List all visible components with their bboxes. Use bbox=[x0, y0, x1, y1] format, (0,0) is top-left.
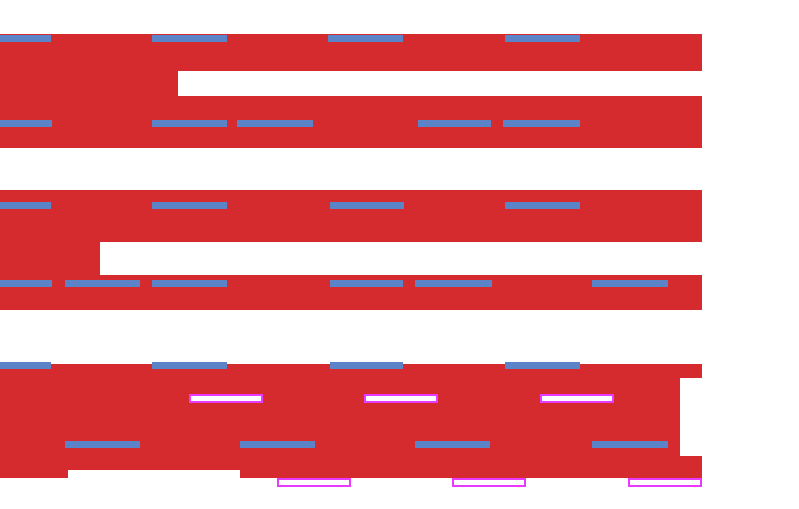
highlight-bar-r1-4[interactable] bbox=[505, 35, 580, 42]
white-gap-4 bbox=[124, 310, 702, 364]
highlight-bar-r2-3[interactable] bbox=[237, 120, 313, 127]
redaction-block-6 bbox=[0, 71, 178, 96]
highlight-bar-r6-1[interactable] bbox=[65, 441, 140, 448]
highlight-bar-r4-2[interactable] bbox=[65, 280, 140, 287]
selection-box-1[interactable] bbox=[189, 394, 263, 403]
white-gap-2 bbox=[83, 148, 702, 190]
selection-box-2[interactable] bbox=[364, 394, 438, 403]
highlight-bar-r5-1[interactable] bbox=[0, 362, 51, 369]
highlight-bar-r4-3[interactable] bbox=[152, 280, 227, 287]
highlight-bar-r4-1[interactable] bbox=[0, 280, 52, 287]
highlight-bar-r1-2[interactable] bbox=[152, 35, 227, 42]
highlight-bar-r4-6[interactable] bbox=[592, 280, 668, 287]
highlight-bar-r2-2[interactable] bbox=[152, 120, 227, 127]
highlight-bar-r2-5[interactable] bbox=[503, 120, 580, 127]
redaction-block-5 bbox=[0, 364, 702, 478]
selection-box-4[interactable] bbox=[277, 478, 351, 487]
highlight-bar-r3-4[interactable] bbox=[505, 202, 580, 209]
highlight-bar-r4-4[interactable] bbox=[330, 280, 403, 287]
highlight-bar-r3-2[interactable] bbox=[152, 202, 227, 209]
highlight-bar-r3-1[interactable] bbox=[0, 202, 51, 209]
highlight-bar-r5-4[interactable] bbox=[505, 362, 580, 369]
redaction-block-3 bbox=[0, 190, 702, 242]
highlight-bar-r4-5[interactable] bbox=[415, 280, 492, 287]
highlight-bar-r6-2[interactable] bbox=[240, 441, 315, 448]
highlight-bar-r1-1[interactable] bbox=[0, 35, 51, 42]
highlight-bar-r1-3[interactable] bbox=[328, 35, 403, 42]
selection-box-6[interactable] bbox=[628, 478, 702, 487]
white-gap-5 bbox=[680, 378, 702, 456]
highlight-bar-r5-2[interactable] bbox=[152, 362, 227, 369]
highlight-bar-r5-3[interactable] bbox=[330, 362, 403, 369]
selection-box-3[interactable] bbox=[540, 394, 614, 403]
white-gap-1 bbox=[178, 71, 702, 96]
highlight-bar-r2-4[interactable] bbox=[418, 120, 491, 127]
highlight-bar-r2-1[interactable] bbox=[0, 120, 52, 127]
redaction-block-7 bbox=[0, 242, 100, 275]
highlight-bar-r3-3[interactable] bbox=[330, 202, 404, 209]
highlight-bar-r6-3[interactable] bbox=[415, 441, 490, 448]
redaction-block-2 bbox=[0, 96, 702, 148]
selection-box-5[interactable] bbox=[452, 478, 526, 487]
highlight-bar-r6-4[interactable] bbox=[592, 441, 668, 448]
white-gap-6 bbox=[68, 470, 240, 509]
white-gap-3 bbox=[100, 242, 702, 275]
